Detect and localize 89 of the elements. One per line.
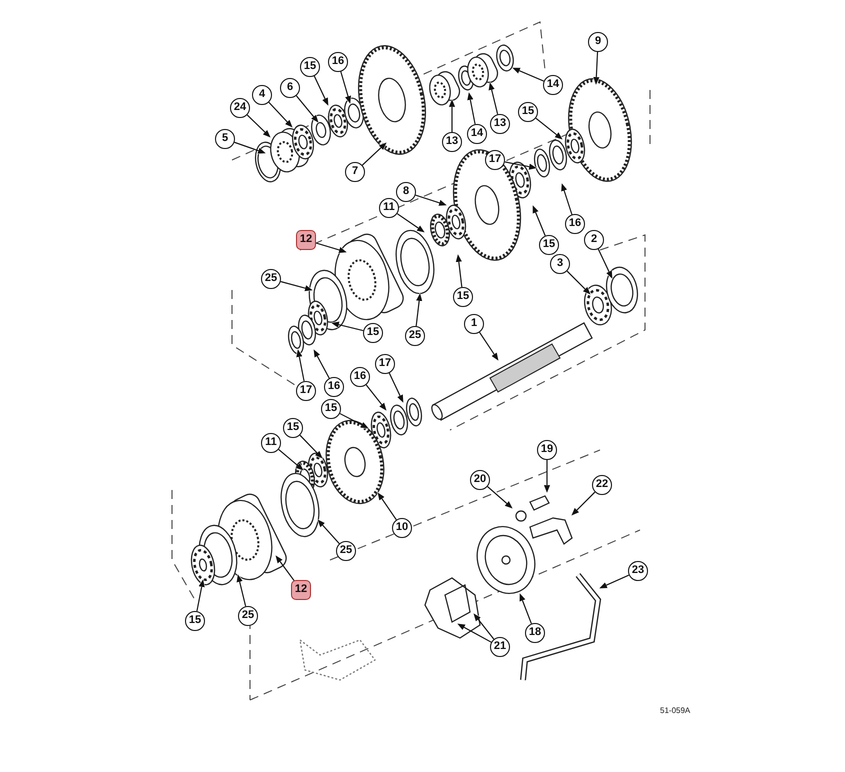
callout-number: 13 — [442, 132, 462, 152]
callout-number: 3 — [550, 254, 570, 274]
callout-number: 15 — [283, 418, 303, 438]
leader-line — [317, 518, 340, 544]
leader-line — [504, 161, 538, 170]
leader-line — [512, 67, 544, 82]
leader-line — [396, 213, 426, 233]
callout-number: 25 — [261, 269, 281, 289]
leader-line — [415, 194, 448, 206]
callout-number: 1 — [464, 314, 484, 334]
leader-line — [340, 71, 352, 104]
callout-number: 6 — [280, 78, 300, 98]
leader-line — [560, 182, 572, 215]
leader-line — [278, 449, 304, 471]
leader-line — [543, 460, 551, 494]
leader-line — [280, 281, 314, 292]
callout-number: 15 — [539, 235, 559, 255]
leader-line — [598, 248, 613, 280]
callout-number: 22 — [592, 475, 612, 495]
leader-line — [340, 413, 370, 429]
leader-line — [275, 554, 296, 582]
leader-line — [566, 270, 591, 295]
leader-line — [473, 612, 494, 640]
leader-line — [479, 332, 499, 362]
leader-line — [532, 204, 546, 236]
callout-number: 15 — [453, 287, 473, 307]
callout-number: 15 — [518, 102, 538, 122]
callout-number: 25 — [336, 541, 356, 561]
leader-line — [313, 348, 330, 378]
leader-line — [236, 574, 246, 606]
leader-line — [196, 578, 206, 612]
callout-number: 9 — [588, 32, 608, 52]
leader-line — [268, 102, 293, 128]
callout-number: 2 — [584, 230, 604, 250]
leader-line — [448, 98, 456, 132]
leader-line — [377, 492, 397, 520]
leader-line — [234, 142, 266, 154]
callout-number: 17 — [296, 381, 316, 401]
leader-line — [314, 76, 329, 106]
leader-line — [466, 92, 476, 124]
leader-line — [246, 114, 272, 138]
callout-number: 12 — [296, 230, 316, 250]
callout-number: 5 — [215, 129, 235, 149]
callout-number: 19 — [537, 440, 557, 460]
leader-line — [362, 142, 388, 166]
callout-number: 4 — [252, 85, 272, 105]
leader-line — [598, 574, 630, 589]
leader-line — [519, 592, 532, 624]
callout-number: 11 — [261, 433, 281, 453]
callout-number: 14 — [467, 124, 487, 144]
callout-number: 25 — [238, 606, 258, 626]
leader-line — [315, 242, 348, 254]
leader-line — [487, 486, 514, 509]
leader-line — [488, 82, 498, 114]
callout-number: 7 — [345, 162, 365, 182]
callout-number: 15 — [300, 57, 320, 77]
callout-number: 10 — [392, 518, 412, 538]
leader-line — [455, 254, 462, 288]
leader-line — [535, 118, 564, 140]
leader-line — [388, 372, 404, 404]
leader-line — [416, 292, 423, 326]
leader-line — [571, 492, 596, 516]
leader-line — [592, 52, 600, 86]
callout-number: 24 — [230, 98, 250, 118]
callout-number: 8 — [396, 182, 416, 202]
leader-line — [300, 434, 323, 460]
callout-number: 13 — [490, 114, 510, 134]
callout-number: 15 — [185, 611, 205, 631]
callout-number: 16 — [350, 367, 370, 387]
callout-number: 18 — [525, 623, 545, 643]
callout-number: 21 — [490, 637, 510, 657]
leader-line — [330, 321, 364, 332]
callout-number: 15 — [321, 399, 341, 419]
leader-line — [456, 623, 492, 643]
callout-number: 16 — [565, 214, 585, 234]
callout-number: 25 — [405, 326, 425, 346]
callout-number: 12 — [291, 580, 311, 600]
callout-number: 14 — [543, 75, 563, 95]
leader-line — [296, 95, 319, 124]
callout-number: 15 — [363, 323, 383, 343]
callout-number: 11 — [379, 198, 399, 218]
callout-number: 20 — [470, 470, 490, 490]
callout-number: 23 — [628, 561, 648, 581]
callout-number: 17 — [375, 354, 395, 374]
callout-number: 16 — [324, 377, 344, 397]
leader-line — [296, 348, 305, 382]
drawing-number: 51-059A — [660, 706, 690, 715]
leader-line — [366, 384, 387, 412]
callout-number: 16 — [328, 52, 348, 72]
